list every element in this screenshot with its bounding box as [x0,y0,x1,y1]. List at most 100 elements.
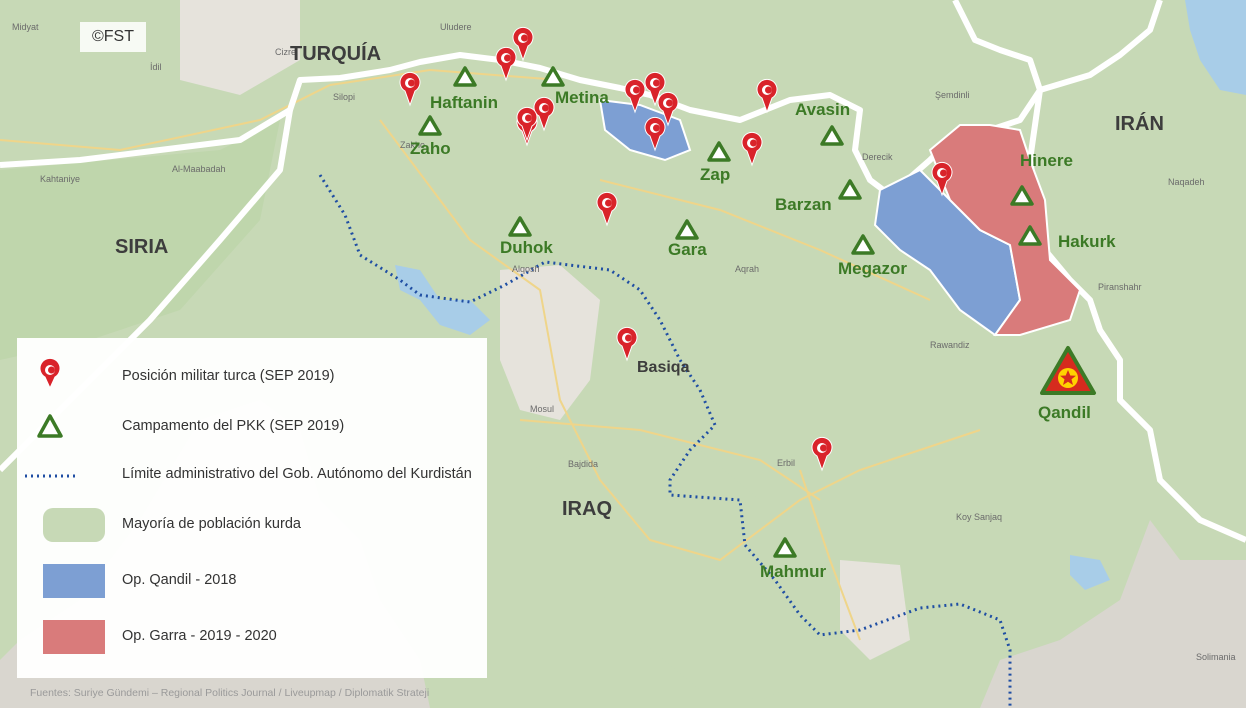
pkk-camp-triangle-icon [453,66,477,87]
town-label: Cizre [275,47,296,57]
legend-label: Op. Garra - 2019 - 2020 [122,628,277,644]
pkk-camp-label: Megazor [838,259,907,278]
turkish-position-pin-icon [644,71,666,107]
country-label: SIRIA [115,236,168,258]
pkk-camp-triangle-icon [675,219,699,240]
country-label: TURQUÍA [290,42,381,65]
dotted-line-icon [25,474,77,478]
country-labels: TURQUÍA SIRIA IRÁN IRAQ [115,42,1164,520]
town-label: Erbil [777,458,795,468]
map-credit: ©FST [80,22,146,52]
turkish-position-pin-icon [644,116,666,152]
town-label: İdil [150,62,162,72]
kurdish-majority-swatch [43,508,105,542]
country-label: IRÁN [1115,112,1164,135]
turkish-position-pin-icon [931,161,953,197]
town-label: Naqadeh [1168,177,1205,187]
border-iran-turkey [1039,0,1163,93]
turkish-position-pin-icon [516,106,538,142]
town-label: Derecik [862,152,893,162]
town-label: Koy Sanjaq [956,512,1002,522]
pkk-camp-triangle-icon [820,125,844,146]
turkish-position-pin-icon [741,131,763,167]
pkk-camp-label: Hinere [1020,151,1073,170]
pkk-camp-label: Avasin [795,100,850,119]
pkk-camp-label: Gara [668,240,707,259]
town-label: Şemdinli [935,90,970,100]
legend-label: Posición militar turca (SEP 2019) [122,368,335,384]
pkk-camp-triangle-icon [851,234,875,255]
town-label: Bajdida [568,459,598,469]
turkish-position-pin-icon [596,191,618,227]
town-label: Piranshahr [1098,282,1142,292]
pkk-hq-label: Qandil [1038,403,1091,422]
legend-label: Límite administrativo del Gob. Autónomo … [122,466,472,482]
town-label: Aqrah [735,264,759,274]
pkk-star-icon [1060,370,1076,385]
pkk-camp-triangle-icon [773,537,797,558]
country-label: IRAQ [562,498,612,520]
pkk-camp-triangle-icon [1018,225,1042,246]
pkk-camp-triangle-icon [508,216,532,237]
source-attribution: Fuentes: Suriye Gündemi – Regional Polit… [30,687,430,699]
town-label: Midyat [12,22,39,32]
op-qandil-swatch [43,564,105,598]
town-label: Rawandiz [930,340,970,350]
turkish-position-pin-icon [512,26,534,62]
turkish-position-pin-icon [616,326,638,362]
pkk-camp-label: Duhok [500,238,553,257]
legend-item-kurdish-majority: Mayoría de población kurda [17,504,487,544]
town-label: Alqosh [512,264,540,274]
pkk-camp-triangle-icon [418,115,442,136]
pkk-camp-label: Barzan [775,195,832,214]
legend-label: Campamento del PKK (SEP 2019) [122,418,345,434]
legend: Posición militar turca (SEP 2019) Campam… [17,338,487,678]
turkish-position-label: Basiqa [637,359,690,376]
pkk-camp-triangle-icon [37,414,63,438]
turkish-positions: Basiqa [399,26,953,472]
pkk-camp-triangle-icon [1010,185,1034,206]
border-turkey-iraq [0,0,1043,198]
pkk-hq-qandil: Qandil [1038,346,1096,422]
turkish-position-pin-icon [624,78,646,114]
lake-dukan [1070,555,1110,590]
lake-mosul [395,265,490,335]
town-label: Solimania [1196,652,1236,662]
town-label: Kahtaniye [40,174,80,184]
pkk-camp-label: Metina [555,88,609,107]
legend-item-kurdistan-limit: Límite administrativo del Gob. Autónomo … [17,454,487,494]
legend-label: Op. Qandil - 2018 [122,572,237,588]
land-patch [180,0,300,95]
pkk-camp-triangle-icon [707,141,731,162]
turkish-position-pin-icon [811,436,833,472]
town-label: Silopi [333,92,355,102]
turkish-position-pin-icon [657,91,679,127]
op-garra-swatch [43,620,105,654]
op-garra-2019-2020-area [928,124,1082,336]
kurdistan-admin-limit [318,174,1012,708]
kurdish-majority-area-south [530,440,820,700]
pkk-camp-label: Hakurk [1058,232,1116,251]
turkish-position-pin-icon [756,78,778,114]
legend-label: Mayoría de población kurda [122,516,301,532]
town-label: Al-Maabadah [172,164,226,174]
syria-lowland [0,120,280,360]
turkish-position-pin-icon [495,46,517,82]
pkk-camp-label: Zap [700,165,730,184]
turkish-position-pin-icon [39,357,61,390]
turkish-position-pin-icon [399,71,421,107]
lake-urmia [1185,0,1246,95]
pkk-camp-label: Zaho [410,139,451,158]
pkk-camp-label: Mahmur [760,562,827,581]
pkk-camp-triangle-icon [838,179,862,200]
town-label: Uludere [440,22,472,32]
legend-item-op-garra: Op. Garra - 2019 - 2020 [17,616,487,656]
pkk-camp-triangle-icon [541,66,565,87]
town-label: Mosul [530,404,554,414]
pkk-camp-label: Haftanin [430,93,498,112]
legend-item-turkish-position: Posición militar turca (SEP 2019) [17,356,487,396]
town-label: Zakho [400,140,425,150]
